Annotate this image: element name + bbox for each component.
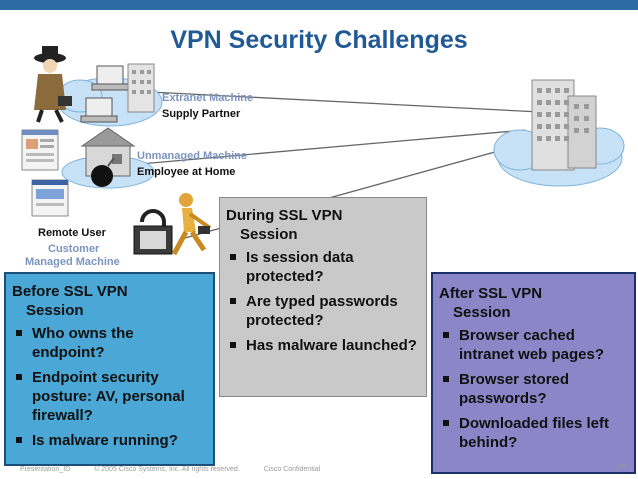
page-title: VPN Security Challenges [170, 26, 468, 54]
extranet-machine-label: Extranet Machine [162, 92, 254, 104]
after-heading: After SSL VPN [439, 285, 543, 302]
before-list: Who owns the endpoint? Endpoint security… [12, 324, 207, 450]
slide-footer: Presentation_ID © 2005 Cisco Systems, In… [20, 466, 342, 473]
padlock-icon [133, 209, 173, 255]
before-heading-session: Session [26, 302, 84, 319]
during-list: Is session data protected? Are typed pas… [226, 248, 420, 355]
list-item: Is malware running? [12, 431, 207, 450]
confidential-label: Cisco Confidential [263, 466, 321, 473]
supply-partner-label: Supply Partner [162, 108, 241, 120]
managed-machine-label: Managed Machine [25, 256, 120, 268]
running-person-icon [171, 193, 212, 256]
building-icon [127, 63, 155, 113]
unmanaged-machine-label: Unmanaged Machine [137, 150, 248, 162]
list-item: Who owns the endpoint? [12, 324, 207, 362]
list-item: Downloaded files left behind? [439, 414, 628, 452]
laptop-icon [80, 65, 129, 123]
copyright: © 2005 Cisco Systems, Inc. All rights re… [94, 466, 240, 473]
after-session-box: After SSL VPN Session Browser cached int… [431, 272, 636, 474]
list-item: Endpoint security posture: AV, personal … [12, 368, 207, 425]
after-list: Browser cached intranet web pages? Brows… [439, 326, 628, 452]
before-session-box: Before SSL VPN Session Who owns the endp… [4, 272, 215, 466]
during-session-box: During SSL VPN Session Is session data p… [219, 197, 427, 397]
before-heading: Before SSL VPN [12, 283, 128, 300]
during-heading: During SSL VPN [226, 207, 343, 224]
remote-user-label: Remote User [38, 227, 106, 239]
presentation-id: Presentation_ID [20, 466, 71, 473]
list-item: Has malware launched? [226, 336, 420, 355]
building-icon [531, 79, 597, 171]
list-item: Is session data protected? [226, 248, 420, 286]
spy-icon [34, 46, 72, 123]
list-item: Browser cached intranet web pages? [439, 326, 628, 364]
after-heading-session: Session [453, 304, 511, 321]
top-bar [0, 0, 638, 10]
bomb-icon [91, 157, 115, 187]
during-heading-session: Session [240, 226, 298, 243]
employee-at-home-label: Employee at Home [137, 166, 236, 178]
list-item: Browser stored passwords? [439, 370, 628, 408]
list-item: Are typed passwords protected? [226, 292, 420, 330]
customer-label: Customer [48, 243, 100, 255]
page-number: 55 [618, 464, 626, 471]
browser-window-icon [21, 129, 69, 217]
